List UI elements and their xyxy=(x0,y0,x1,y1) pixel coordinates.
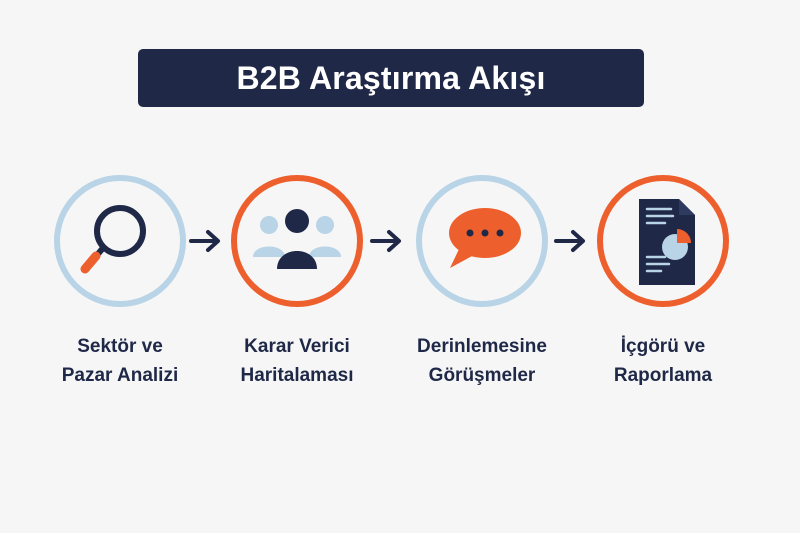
magnifier-icon xyxy=(80,205,146,274)
title-banner: B2B Araştırma Akışı xyxy=(138,49,644,107)
arrow-right-icon xyxy=(554,230,585,252)
arrow-right-icon xyxy=(189,230,220,252)
step-3-label: Derinlemesine Görüşmeler xyxy=(417,336,547,386)
people-group-icon xyxy=(253,209,341,269)
step-2-label: Karar Verici Haritalaması xyxy=(240,336,354,386)
step-4-label: İçgörü ve Raporlama xyxy=(613,336,713,386)
step-1-label: Sektör ve Pazar Analizi xyxy=(61,336,179,386)
arrow-right-icon xyxy=(370,230,401,252)
step-1-circle xyxy=(54,175,186,307)
step-4-circle xyxy=(597,175,729,307)
chat-bubble-icon xyxy=(449,208,521,268)
page-title: B2B Araştırma Akışı xyxy=(236,59,546,96)
step-2-circle xyxy=(231,175,363,307)
step-3-circle xyxy=(416,175,548,307)
report-document-icon xyxy=(639,199,695,285)
